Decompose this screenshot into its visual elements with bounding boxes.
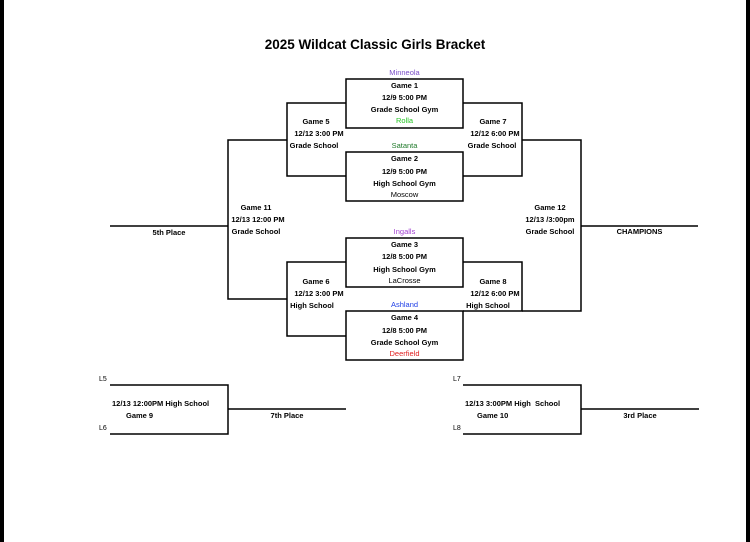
game-3-venue: High School Gym: [373, 265, 436, 274]
game-7-label: Game 7: [479, 117, 507, 126]
game-5-venue: Grade School: [289, 141, 339, 150]
game-1-venue: Grade School Gym: [370, 105, 439, 114]
game-12-bracket: [522, 139, 582, 312]
game-6-label: Game 6: [302, 277, 330, 286]
game-5-bracket: [286, 102, 346, 177]
game-12-label: Game 12: [534, 203, 566, 212]
game-12-venue: Grade School: [525, 227, 575, 236]
game-2-label: Game 2: [390, 154, 419, 163]
game-3-time: 12/8 5:00 PM: [381, 252, 428, 261]
game-11-bracket: [227, 139, 287, 300]
game-6-bracket: [286, 261, 346, 337]
seventh-place-label: 7th Place: [270, 411, 304, 420]
game-7-time: 12/12 6:00 PM: [470, 129, 520, 138]
game-8-venue: High School: [466, 301, 510, 310]
game-9-source-bottom: L6: [99, 425, 107, 432]
game-6-time: 12/12 3:00 PM: [294, 289, 344, 298]
game-4-time: 12/8 5:00 PM: [381, 326, 428, 335]
game-12-time: 12/13 /3:00pm: [525, 215, 575, 224]
game-6-venue: High School: [290, 301, 334, 310]
game-7-venue: Grade School: [467, 141, 517, 150]
game-10-label: Game 10: [477, 411, 509, 420]
page-edge-left: [0, 0, 4, 542]
team-deerfield: Deerfield: [389, 349, 420, 358]
game-9-label: Game 9: [126, 411, 154, 420]
game-1-label: Game 1: [390, 81, 419, 90]
game-9-source-top: L5: [99, 376, 107, 383]
game-9-bracket: [110, 384, 229, 435]
game-8-time: 12/12 6:00 PM: [470, 289, 520, 298]
team-satanta: Satanta: [391, 141, 418, 150]
game-11-label: Game 11: [240, 203, 272, 212]
game-10-time: 12/13 3:00PM High School: [465, 399, 561, 408]
game-8-bracket: [463, 261, 523, 312]
game-4-label: Game 4: [390, 313, 419, 322]
team-ashland: Ashland: [390, 300, 419, 309]
game-10-bracket: [463, 384, 582, 435]
game-11-time: 12/13 12:00 PM: [231, 215, 285, 224]
fifth-place-label: 5th Place: [152, 228, 186, 237]
team-rolla: Rolla: [395, 116, 414, 125]
game-5-label: Game 5: [302, 117, 330, 126]
game-7-bracket: [463, 102, 523, 177]
game-10-source-bottom: L8: [453, 425, 461, 432]
game-5-time: 12/12 3:00 PM: [294, 129, 344, 138]
game-1-time: 12/9 5:00 PM: [381, 93, 428, 102]
team-lacrosse: LaCrosse: [388, 276, 421, 285]
team-moscow: Moscow: [390, 190, 419, 199]
game-2-time: 12/9 5:00 PM: [381, 167, 428, 176]
game-8-label: Game 8: [479, 277, 507, 286]
game-11-venue: Grade School: [231, 227, 281, 236]
game-4-venue: Grade School Gym: [370, 338, 439, 347]
team-ingalls: Ingalls: [393, 227, 416, 236]
game-2-venue: High School Gym: [373, 179, 436, 188]
game-3-label: Game 3: [390, 240, 419, 249]
team-minneola: Minneola: [389, 68, 420, 77]
bracket-title: 2025 Wildcat Classic Girls Bracket: [264, 37, 486, 52]
page-edge-right: [746, 0, 750, 542]
game-9-time: 12/13 12:00PM High School: [112, 399, 210, 408]
champions-label: CHAMPIONS: [616, 227, 663, 236]
third-place-label: 3rd Place: [623, 411, 657, 420]
game-10-source-top: L7: [453, 376, 461, 383]
